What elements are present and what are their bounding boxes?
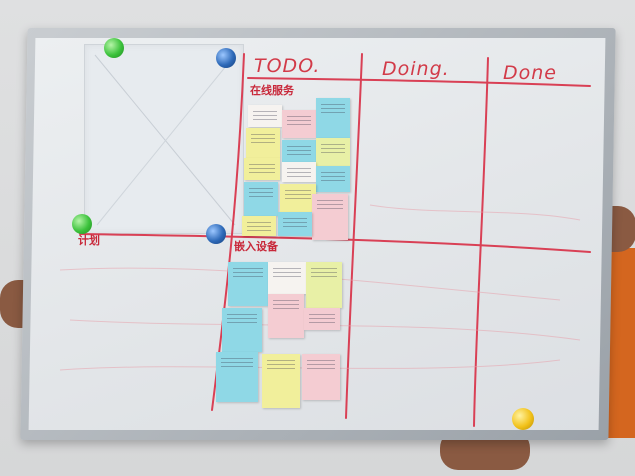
- sticky-note[interactable]: [244, 158, 280, 180]
- sticky-note[interactable]: [282, 110, 316, 138]
- green-magnet-icon[interactable]: [104, 38, 124, 58]
- sticky-note[interactable]: [228, 262, 268, 306]
- sticky-note[interactable]: [248, 105, 282, 127]
- sticky-note[interactable]: [306, 262, 342, 308]
- sticky-note[interactable]: [304, 308, 340, 330]
- sticky-note[interactable]: [316, 138, 350, 166]
- sticky-note[interactable]: [312, 194, 348, 240]
- column-header-todo: TODO.: [254, 55, 321, 77]
- sticky-note[interactable]: [244, 182, 278, 216]
- sticky-note[interactable]: [278, 212, 312, 236]
- blue-magnet-icon[interactable]: [216, 48, 236, 68]
- yellow-magnet-icon[interactable]: [512, 408, 534, 430]
- column-header-done: Done: [503, 62, 557, 84]
- blue-magnet-icon[interactable]: [206, 224, 226, 244]
- row-label-plan: 计划: [78, 234, 100, 247]
- row-label-embedded-device: 嵌入设备: [234, 240, 278, 253]
- sticky-note[interactable]: [268, 294, 304, 338]
- sticky-note[interactable]: [280, 184, 316, 212]
- column-header-doing: Doing.: [382, 58, 450, 80]
- sticky-note[interactable]: [216, 352, 258, 402]
- sticky-note[interactable]: [246, 128, 280, 158]
- sticky-note[interactable]: [268, 262, 306, 294]
- sticky-note[interactable]: [302, 354, 340, 400]
- row-label-online-service: 在线服务: [250, 84, 294, 97]
- sticky-note[interactable]: [242, 216, 276, 236]
- sticky-note[interactable]: [316, 166, 350, 192]
- taped-paper-sheet: [84, 44, 244, 234]
- sticky-note[interactable]: [282, 162, 316, 182]
- sticky-note[interactable]: [282, 140, 316, 162]
- sticky-note[interactable]: [316, 98, 350, 138]
- sticky-note[interactable]: [222, 308, 262, 352]
- green-magnet-icon[interactable]: [72, 214, 92, 234]
- sticky-note[interactable]: [262, 354, 300, 408]
